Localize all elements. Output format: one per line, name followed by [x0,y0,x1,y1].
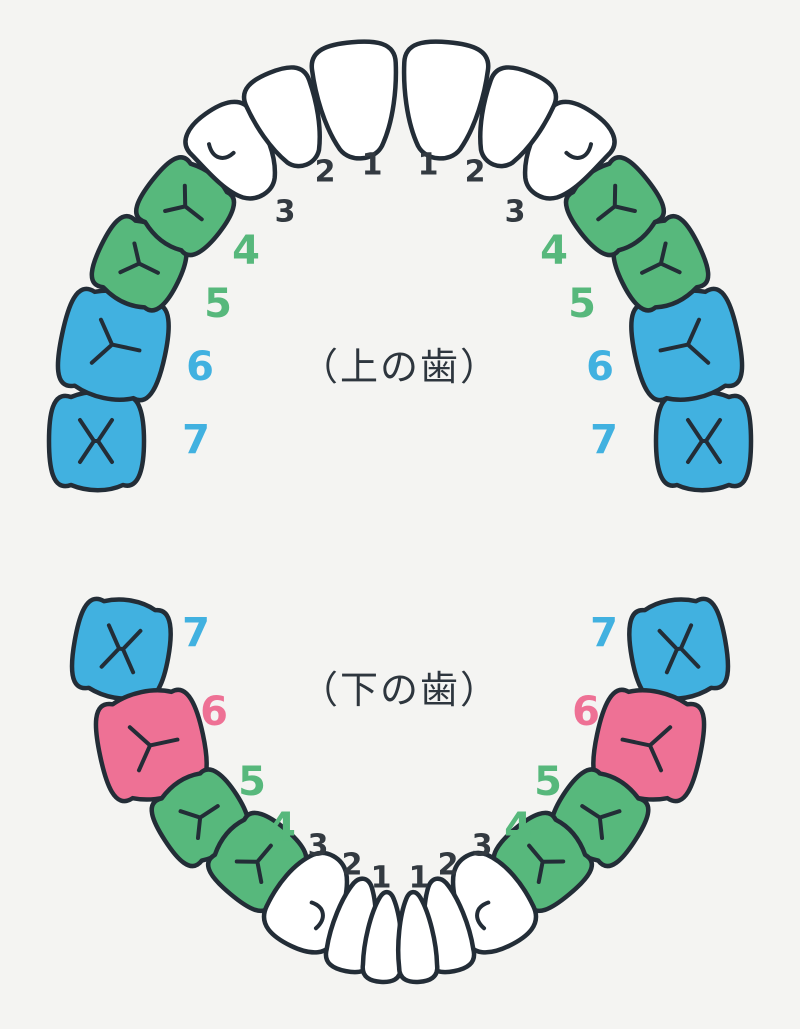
number-upper-left-1: 1 [362,148,383,183]
number-lower-left-3: 3 [308,829,329,864]
number-lower-left-4: 4 [268,805,296,851]
lower-arch-label: （下の歯） [300,668,500,712]
number-upper-left-6: 6 [186,344,214,390]
tooth-upper-left-7 [49,392,144,491]
number-lower-right-2: 2 [438,848,459,883]
tooth-upper-right-1 [396,39,490,162]
number-lower-left-1: 1 [371,861,392,896]
upper-arch-label: （上の歯） [300,345,500,389]
number-upper-left-3: 3 [275,195,296,230]
number-upper-left-2: 2 [315,155,336,190]
number-lower-left-7: 7 [182,610,210,656]
lower-left-quadrant [66,592,406,983]
lower-arch: 7 6 5 4 3 2 1 7 6 5 4 3 2 1 （下の歯） [66,592,734,983]
number-lower-right-7: 7 [590,610,618,656]
number-lower-right-1: 1 [409,861,430,896]
number-upper-right-5: 5 [568,281,596,327]
number-upper-right-1: 1 [418,148,439,183]
upper-left-quadrant [49,39,404,491]
lower-right-quadrant [394,592,734,983]
number-lower-right-5: 5 [534,759,562,805]
tooth-upper-left-1 [310,39,404,162]
tooth-upper-right-7 [656,392,751,491]
number-upper-right-7: 7 [590,417,618,463]
upper-arch: 1 2 3 4 5 6 7 1 2 3 4 5 6 7 （上の歯） [49,39,751,491]
number-lower-left-5: 5 [238,759,266,805]
number-upper-left-5: 5 [204,281,232,327]
number-upper-right-3: 3 [505,195,526,230]
number-upper-left-4: 4 [232,228,260,274]
number-lower-left-6: 6 [200,689,228,735]
number-lower-right-4: 4 [504,805,532,851]
number-upper-left-7: 7 [182,417,210,463]
number-upper-right-2: 2 [465,155,486,190]
number-lower-left-2: 2 [342,848,363,883]
number-upper-right-4: 4 [540,228,568,274]
number-lower-right-3: 3 [472,829,493,864]
number-lower-right-6: 6 [572,689,600,735]
upper-right-quadrant [396,39,751,491]
number-upper-right-6: 6 [586,344,614,390]
